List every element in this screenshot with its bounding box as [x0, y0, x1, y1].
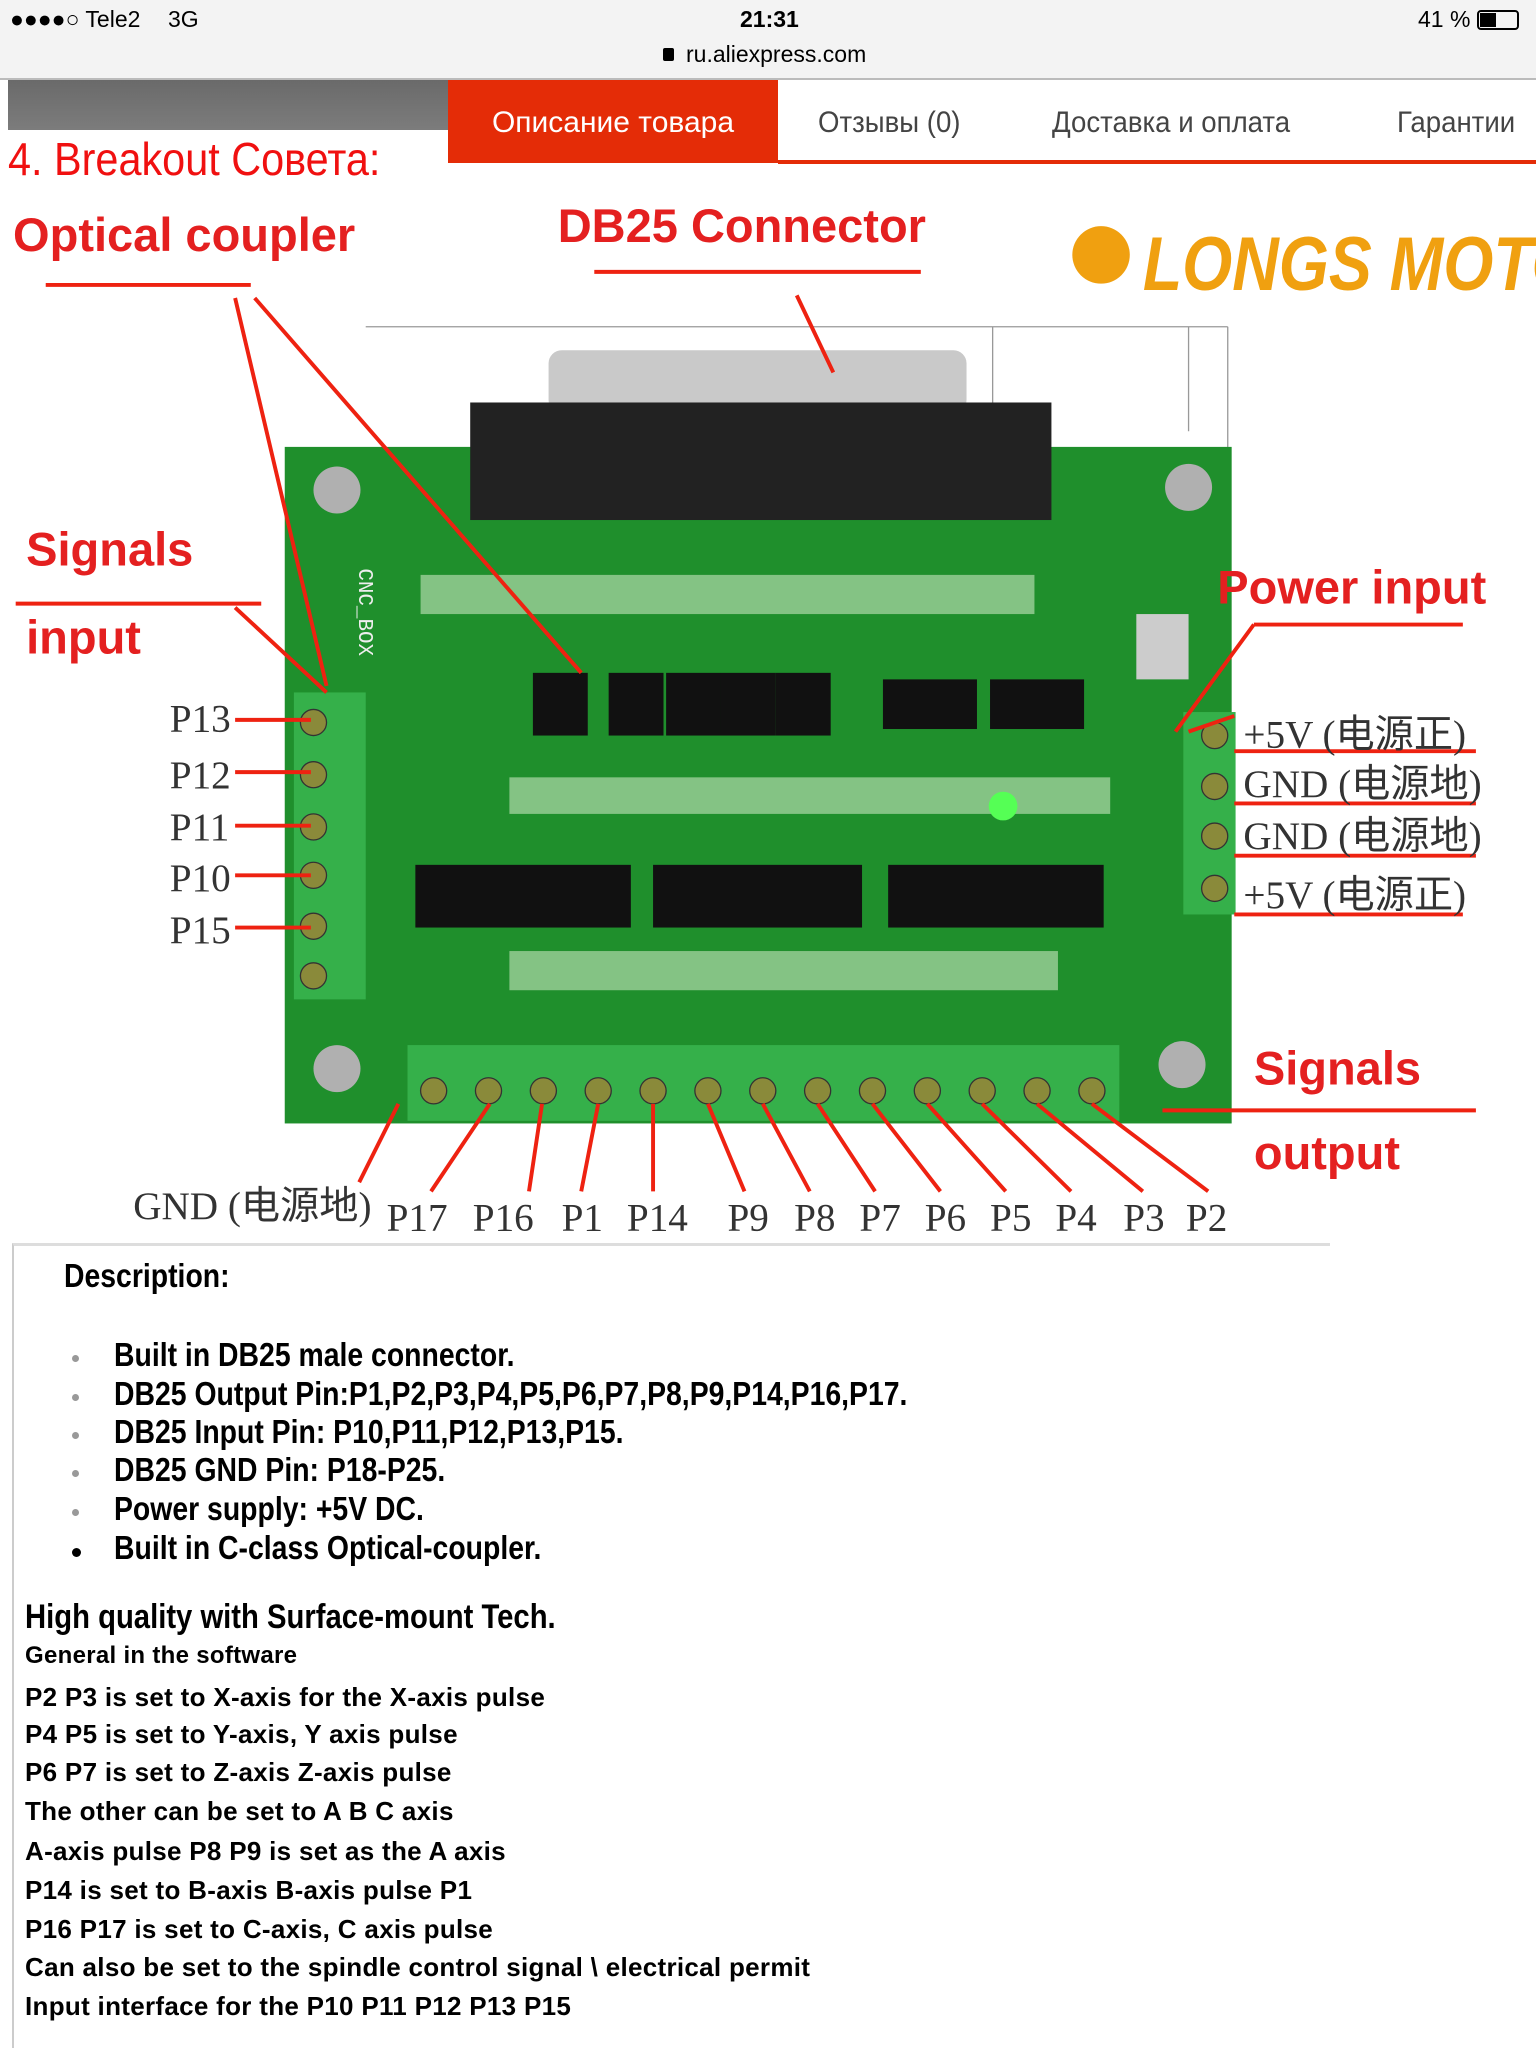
description-line: P14 is set to B-axis B-axis pulse P1: [25, 1875, 473, 1905]
output-pin-label: P9: [728, 1197, 769, 1240]
led: [988, 791, 1018, 821]
tab-bar: Описание товара Отзывы (0) Доставка и оп…: [0, 80, 1536, 165]
tab-shipping[interactable]: Доставка и оплата: [1052, 106, 1291, 139]
schematic-bg: [365, 326, 1229, 1046]
capacitor: [1136, 614, 1189, 680]
output-pin-label: P2: [1186, 1197, 1227, 1240]
output-pin-label: P16: [473, 1197, 534, 1240]
description-line: P6 P7 is set to Z-axis Z-axis pulse: [25, 1757, 452, 1787]
description-bullet: DB25 Input Pin: P10,P11,P12,P13,P15.: [114, 1413, 624, 1450]
label-db25-connector: DB25 Connector: [558, 199, 926, 252]
output-pin-label: P7: [859, 1197, 900, 1240]
url-bar[interactable]: ru.aliexpress.com: [686, 41, 867, 67]
description-subtitle: High quality with Surface-mount Tech.: [25, 1598, 556, 1636]
section-heading: 4. Breakout Совета:: [8, 133, 381, 185]
battery-percent: 41 %: [1418, 6, 1471, 32]
power-pin-label: +5V (电源正): [1243, 713, 1466, 756]
input-pin-label: P11: [170, 806, 230, 849]
description-line: General in the software: [25, 1642, 298, 1669]
description-bullet: Built in DB25 male connector.: [114, 1336, 515, 1373]
brand-text: LONGS MOTOR: [1143, 221, 1536, 306]
description-line: A-axis pulse P8 P9 is set as the A axis: [25, 1836, 506, 1866]
output-pin-label: P8: [794, 1197, 835, 1240]
breakout-board-image: CNC_BOX Optical coupler DB25 Connector S…: [13, 199, 1536, 1240]
clock: 21:31: [740, 6, 799, 32]
bullet-icon: [72, 1355, 79, 1362]
output-pin-label: P6: [925, 1197, 966, 1240]
input-pin-label: P10: [170, 857, 231, 900]
description-line: Input interface for the P10 P11 P12 P13 …: [25, 1991, 572, 2021]
optocouplers: [415, 672, 1104, 928]
bullet-icon: [72, 1432, 79, 1439]
network: 3G: [168, 6, 199, 32]
description-bullet: Power supply: +5V DC.: [114, 1490, 424, 1527]
label-signals-input: Signals: [26, 523, 193, 576]
description-bullet: DB25 Output Pin:P1,P2,P3,P4,P5,P6,P7,P8,…: [114, 1375, 908, 1412]
description-line: Can also be set to the spindle control s…: [25, 1952, 811, 1982]
description-line: The other can be set to A B C axis: [25, 1796, 454, 1826]
input-pin-label: P13: [170, 698, 231, 741]
tab-description[interactable]: Описание товара: [448, 80, 778, 163]
bullet-icon: [72, 1394, 79, 1401]
description-panel: [12, 1243, 1330, 2048]
output-pin-label: P4: [1055, 1197, 1096, 1240]
description-bullet: Built in C-class Optical-coupler.: [114, 1529, 542, 1566]
status-bar: ●●●●○ Tele2 3G 21:31 41 % ru.aliexpress.…: [0, 0, 1536, 80]
annotation-arrows: [15, 269, 1476, 1193]
description-line: P4 P5 is set to Y-axis, Y axis pulse: [25, 1719, 458, 1749]
elephant-icon: [1072, 226, 1130, 284]
terminal-screws: [299, 708, 1229, 1105]
description-line: P16 P17 is set to C-axis, C axis pulse: [25, 1914, 494, 1944]
label-output: output: [1254, 1126, 1400, 1179]
tab-reviews[interactable]: Отзывы (0): [818, 106, 961, 139]
mounting-holes: [313, 463, 1213, 1093]
carrier: ●●●●○ Tele2: [10, 6, 141, 32]
output-pin-label: P1: [562, 1197, 603, 1240]
brand-logo: LONGS MOTOR: [1072, 221, 1536, 306]
description-bullet: DB25 GND Pin: P18-P25.: [114, 1451, 446, 1488]
input-pin-label: P12: [170, 754, 231, 797]
lock-icon: [663, 48, 674, 61]
output-pin-label: P14: [627, 1197, 688, 1240]
power-pin-label: GND (电源地): [1243, 815, 1481, 858]
tab-underline: [778, 160, 1536, 164]
bullet-icon: [72, 1470, 79, 1477]
power-pin-label: +5V (电源正): [1243, 874, 1466, 917]
label-signals-output: Signals: [1254, 1041, 1421, 1094]
bullet-icon: [72, 1509, 79, 1516]
banner: [8, 80, 448, 130]
input-terminal-block: [293, 692, 366, 1000]
description-title: Description:: [64, 1257, 230, 1294]
board-silkscreen: CNC_BOX: [352, 568, 375, 656]
battery-icon: [1477, 10, 1519, 30]
power-pin-label: GND (电源地): [1243, 763, 1481, 806]
output-pin-label: P5: [990, 1197, 1031, 1240]
output-pin-label: P17: [387, 1197, 448, 1240]
input-pin-label: P15: [170, 909, 231, 952]
description-line: P2 P3 is set to X-axis for the X-axis pu…: [25, 1682, 546, 1712]
db25-shell: [548, 350, 967, 413]
label-optical-coupler: Optical coupler: [13, 208, 355, 261]
tab-guarantee[interactable]: Гарантии: [1397, 106, 1516, 139]
output-pin-label: P3: [1123, 1197, 1164, 1240]
db25-connector: [470, 402, 1052, 521]
label-power-input: Power input: [1217, 561, 1486, 614]
label-input: input: [26, 610, 141, 663]
bullet-icon: [72, 1548, 81, 1557]
gnd-pin-label: GND (电源地): [133, 1185, 371, 1228]
